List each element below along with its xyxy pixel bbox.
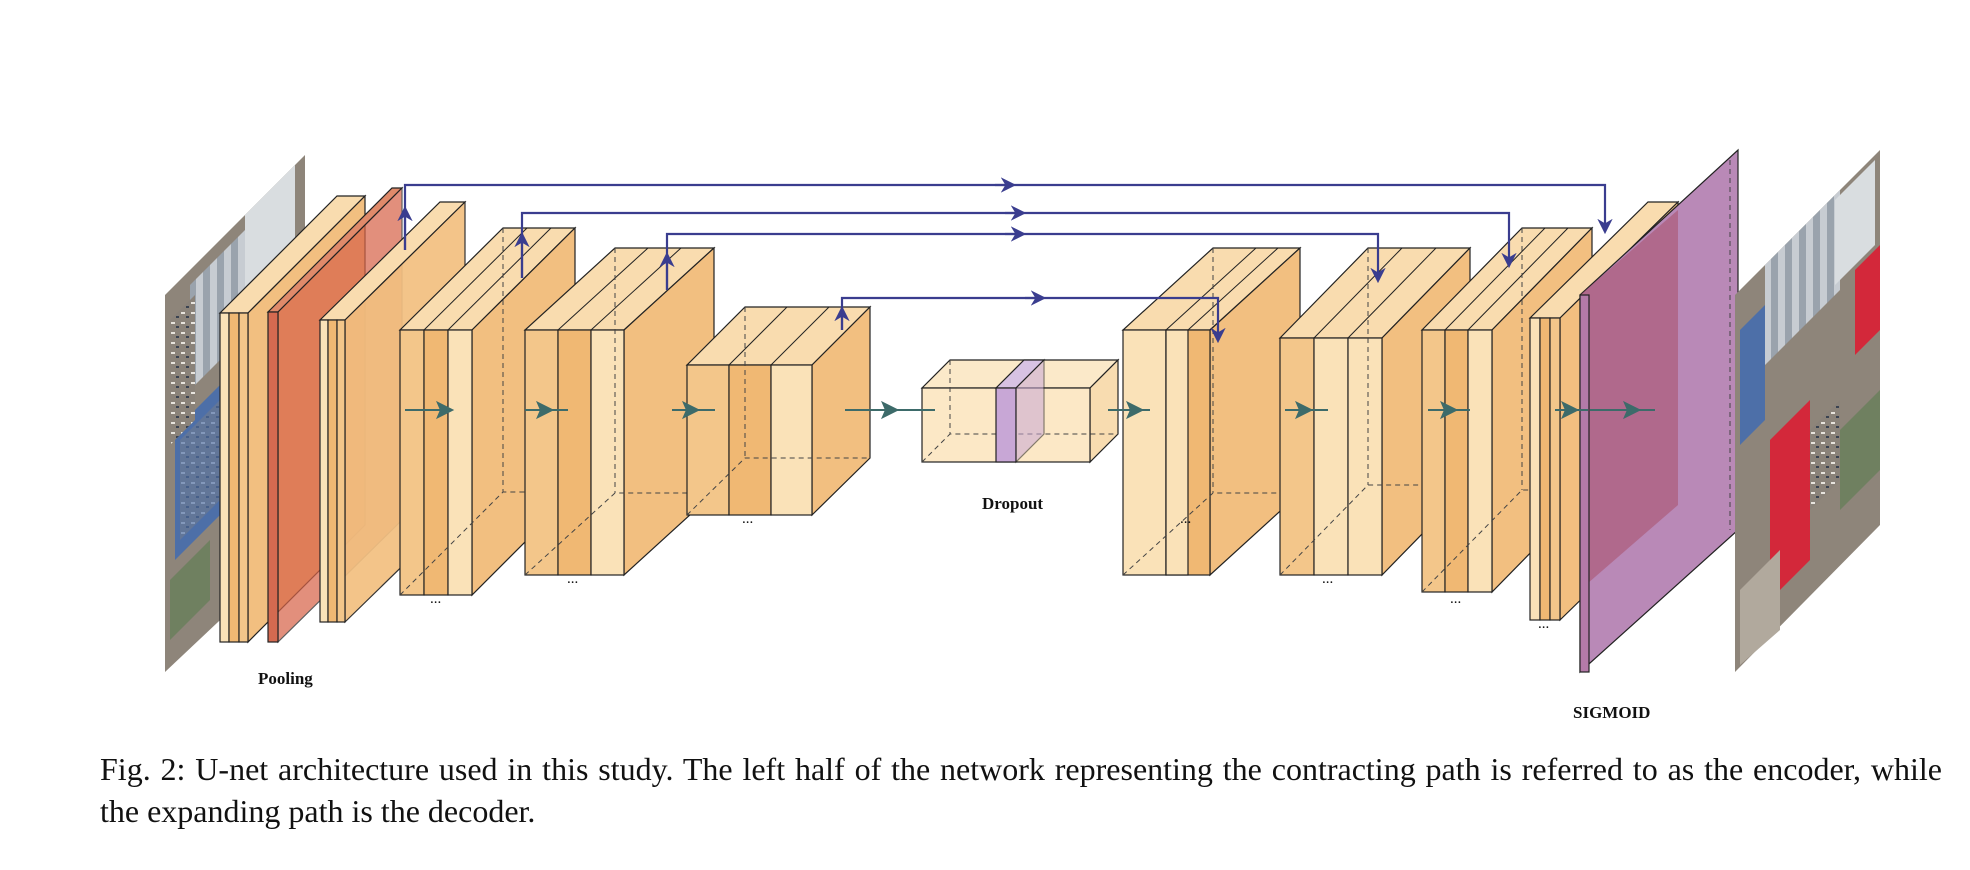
ellipsis-decoder-1: ...	[1538, 616, 1549, 632]
sigmoid-label: SIGMOID	[1573, 703, 1650, 722]
decoder-stage-4	[1121, 246, 1302, 577]
ellipsis-decoder-2: ...	[1450, 591, 1461, 607]
ellipsis-encoder-1: ...	[430, 591, 441, 607]
flow-arrows	[405, 400, 1655, 420]
skip-connection-4	[834, 290, 1226, 344]
pooling-label: Pooling	[258, 669, 313, 688]
skip-connection-3	[659, 226, 1386, 290]
encoder-stage-3	[523, 246, 716, 577]
skip-connection-2	[514, 205, 1517, 278]
ellipsis-decoder-4: ...	[1180, 511, 1191, 527]
skip-connection-1	[397, 177, 1613, 250]
figure-caption: Fig. 2: U-net architecture used in this …	[100, 751, 1942, 829]
sigmoid-layer	[1579, 148, 1739, 674]
dropout-label: Dropout	[982, 494, 1043, 513]
ellipsis-decoder-3: ...	[1322, 571, 1333, 587]
dropout-layer	[994, 358, 1046, 464]
bottleneck-block	[920, 358, 1120, 464]
output-mask-icon	[1735, 150, 1880, 672]
ellipsis-encoder-2: ...	[567, 571, 578, 587]
ellipsis-encoder-3: ...	[742, 511, 753, 527]
encoder-stage-4	[685, 305, 872, 517]
unet-diagram: ... ... ... ... ... ... ... Pooling Drop…	[165, 148, 1880, 722]
